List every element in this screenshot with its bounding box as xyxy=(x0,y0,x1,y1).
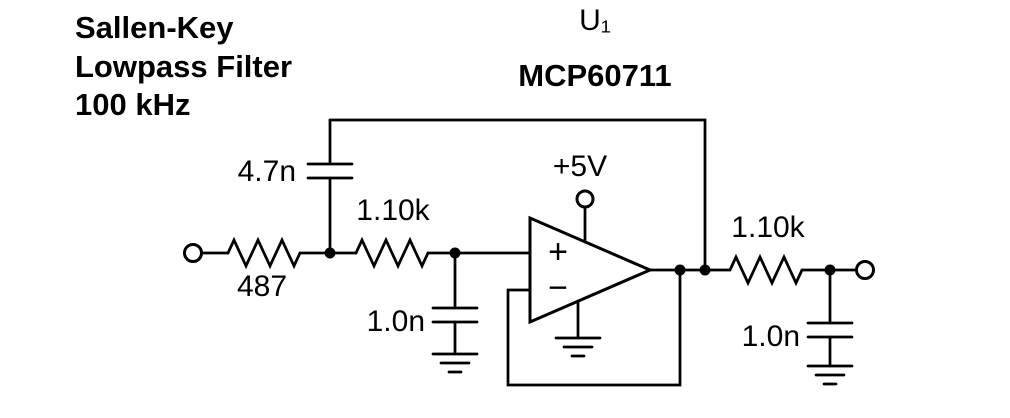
opamp: + − +5V xyxy=(528,150,654,358)
input-resistor-value: 487 xyxy=(237,270,287,303)
ground-symbol-opamp xyxy=(554,299,602,358)
supply-pin: +5V xyxy=(553,150,607,244)
feedback-cap-value: 4.7n xyxy=(238,155,296,188)
input-resistor-symbol xyxy=(226,236,302,270)
junction-node-3 xyxy=(674,264,686,276)
supply-voltage-label: +5V xyxy=(553,150,607,183)
output-cap-value: 1.0n xyxy=(742,320,800,353)
opamp-part-number-label: MCP60711 xyxy=(518,58,671,93)
input-terminal-circle xyxy=(183,243,203,263)
output-capacitor: 1.0n xyxy=(742,268,854,386)
input-resistor: 487 xyxy=(226,236,302,303)
junction-node-5 xyxy=(824,264,836,276)
shunt-capacitor: 1.0n xyxy=(367,251,479,374)
input-terminal xyxy=(183,243,203,263)
wire-feedback-top xyxy=(328,118,707,272)
series-resistor-symbol xyxy=(354,236,430,270)
series-resistor-value: 1.10k xyxy=(356,194,430,227)
opamp-inverting-input-label: − xyxy=(548,269,568,307)
output-terminal xyxy=(855,260,875,280)
ground-symbol-shunt xyxy=(431,352,479,374)
ground-symbol-output xyxy=(806,364,854,386)
title-line-1: Sallen-Key xyxy=(75,10,234,45)
title-line-3: 100 kHz xyxy=(75,87,190,122)
shunt-cap-value: 1.0n xyxy=(367,305,425,338)
junction-node-1 xyxy=(324,247,336,259)
wire-feedback-bottom xyxy=(506,268,682,387)
opamp-noninverting-input-label: + xyxy=(548,233,568,271)
series-resistor: 1.10k xyxy=(354,194,431,270)
output-resistor-symbol xyxy=(728,253,804,287)
opamp-designation: U₁ MCP60711 xyxy=(518,4,671,93)
output-resistor: 1.10k xyxy=(728,211,806,287)
opamp-triangle xyxy=(528,215,654,325)
feedback-capacitor: 4.7n xyxy=(238,118,354,255)
output-resistor-value: 1.10k xyxy=(731,211,805,244)
junction-node-4 xyxy=(699,264,711,276)
junction-dots xyxy=(324,247,836,276)
opamp-designator-label: U₁ xyxy=(579,4,611,37)
junction-node-2 xyxy=(449,247,461,259)
supply-terminal-circle xyxy=(575,189,595,209)
wires xyxy=(200,118,859,387)
title-block: Sallen-Key Lowpass Filter 100 kHz xyxy=(75,10,292,122)
title-line-2: Lowpass Filter xyxy=(75,49,292,84)
output-terminal-circle xyxy=(855,260,875,280)
